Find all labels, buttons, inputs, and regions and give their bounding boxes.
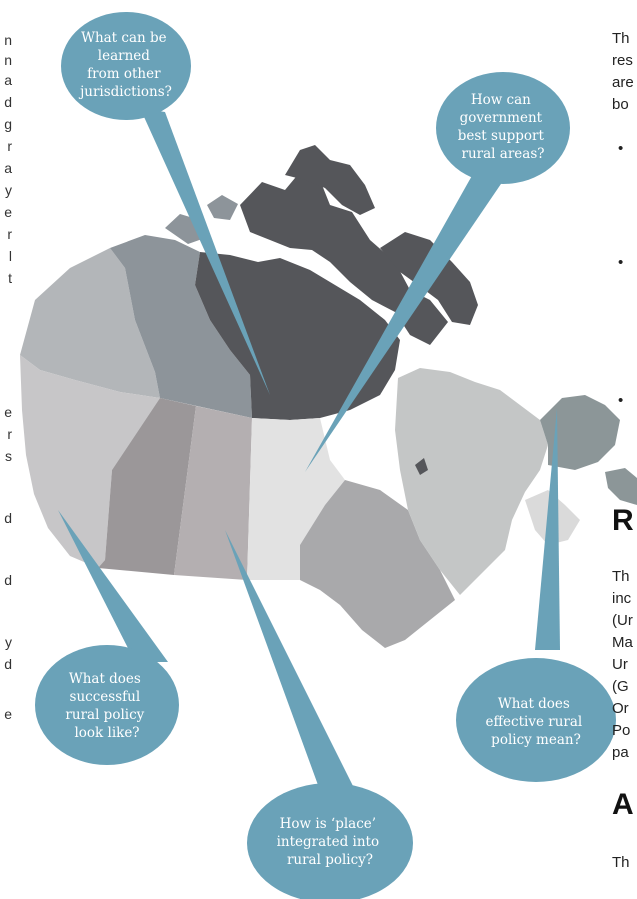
bubble-tail	[305, 165, 505, 472]
left-fragment: d	[4, 510, 12, 526]
right-line: pa	[612, 744, 629, 761]
right-line: Ma	[612, 634, 633, 651]
bubble-place: How is ‘place’ integrated into rural pol…	[225, 530, 413, 899]
left-fragment: g	[4, 116, 12, 132]
left-fragment: a	[4, 72, 12, 88]
left-fragment: r	[7, 426, 12, 442]
region-labrador	[540, 395, 620, 470]
svg-text:How is ‘place’ integra: How is ‘place’ integrated into rural pol…	[277, 816, 384, 868]
right-line: res	[612, 52, 633, 69]
bubble-tail	[535, 408, 560, 650]
right-line: Or	[612, 700, 629, 717]
right-line: inc	[612, 590, 632, 607]
left-fragment: y	[5, 182, 12, 198]
bubble-line: from other	[87, 66, 161, 82]
bubble-line: policy mean?	[491, 732, 581, 748]
bubble-line: effective rural	[485, 714, 582, 730]
right-line: Th	[612, 854, 630, 871]
bubble-tail	[225, 530, 355, 790]
right-line: Po	[612, 722, 631, 739]
region-saskatchewan	[174, 406, 252, 580]
bubble-body	[247, 783, 413, 899]
left-fragment: y	[5, 634, 12, 650]
right-heading-1: R	[612, 504, 634, 537]
region-yukon	[20, 248, 160, 398]
bubble-line: integrated into	[277, 834, 379, 850]
bubble-government: How can government best support rural ar…	[305, 72, 570, 472]
region-nwt	[110, 235, 252, 418]
bubble-line: rural areas?	[462, 146, 545, 162]
region-nwt-islands	[165, 195, 238, 244]
bubble-tail	[58, 510, 168, 662]
right-line: Th	[612, 568, 630, 585]
left-fragment: e	[4, 404, 12, 420]
right-line: Th	[612, 30, 630, 47]
right-bullet: •	[618, 254, 624, 271]
bubble-body	[61, 12, 191, 120]
bubble-jurisdictions: What can be learned from other jurisdict…	[61, 12, 270, 395]
svg-text:What does successful: What does successful rural policy look l…	[65, 671, 148, 741]
left-fragment: d	[4, 572, 12, 588]
region-bc	[20, 355, 160, 568]
left-fragment: d	[4, 656, 12, 672]
right-bullet: •	[618, 392, 624, 409]
bubble-line: jurisdictions?	[78, 84, 172, 100]
bubble-line: learned	[98, 48, 150, 64]
svg-text:How can government: How can government best support rural ar…	[458, 92, 549, 162]
bubbles: What can be learned from other jurisdict…	[35, 12, 616, 899]
svg-text:What does effective ru: What does effective rural policy mean?	[485, 696, 586, 748]
region-quebec	[395, 368, 548, 595]
bubble-effective: What does effective rural policy mean?	[456, 408, 616, 782]
svg-text:What can be learned: What can be learned from other jurisdict…	[78, 30, 172, 100]
bubble-tail	[140, 108, 270, 395]
right-line: (Ur	[612, 612, 633, 629]
left-fragment: e	[4, 204, 12, 220]
right-bullet: •	[618, 140, 624, 157]
hudson-bay-island	[415, 458, 428, 475]
bubble-line: look like?	[74, 725, 139, 741]
bubble-successful: What does successful rural policy look l…	[35, 510, 179, 765]
left-fragment: l	[8, 248, 12, 264]
region-ellesmere	[285, 145, 375, 215]
left-fragment: a	[4, 160, 12, 176]
left-fragment: s	[5, 448, 12, 464]
bubble-line: best support	[458, 128, 545, 144]
region-alberta	[98, 398, 196, 575]
left-fragment: r	[7, 226, 12, 242]
left-fragment: r	[7, 138, 12, 154]
bubble-body	[35, 645, 179, 765]
bubble-line: What does	[498, 696, 570, 712]
region-manitoba	[247, 418, 345, 580]
bubble-line: What does	[69, 671, 141, 687]
bubble-line: rural policy?	[287, 852, 373, 868]
left-fragment: n	[4, 32, 12, 48]
canada-map	[20, 145, 637, 648]
right-line: (G	[612, 678, 629, 695]
region-newfoundland	[605, 468, 637, 505]
bubble-line: government	[460, 110, 543, 126]
left-fragment: t	[8, 270, 12, 286]
bubble-body	[456, 658, 616, 782]
bubble-line: rural policy	[65, 707, 144, 723]
region-ontario	[300, 480, 455, 648]
region-nunavut-islands	[240, 172, 448, 345]
right-line: are	[612, 74, 634, 91]
bubble-body	[436, 72, 570, 184]
bubble-line: How can	[471, 92, 531, 108]
region-nunavut	[195, 252, 400, 420]
left-fragment: n	[4, 52, 12, 68]
right-line: Ur	[612, 656, 628, 673]
right-line: bo	[612, 96, 629, 113]
left-fragment: d	[4, 94, 12, 110]
left-fragment: e	[4, 706, 12, 722]
bubble-line: How is ‘place’	[280, 816, 376, 832]
right-heading-2: A	[612, 788, 634, 821]
bubble-line: What can be	[81, 30, 167, 46]
bubble-line: successful	[70, 689, 141, 705]
